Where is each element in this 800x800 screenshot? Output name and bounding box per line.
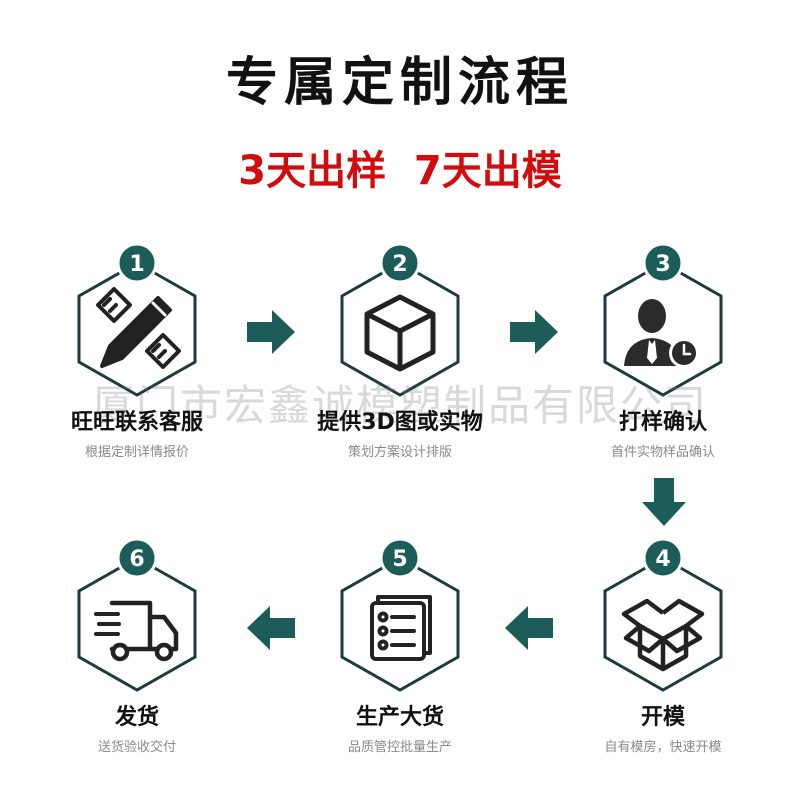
arrow-left-icon [505,606,553,650]
step-description: 首件实物样品确认 [610,445,715,460]
step-number: 3 [655,252,670,277]
step-description: 品质管控批量生产 [347,740,452,755]
page-title: 专属定制流程 [225,53,574,113]
step-description: 根据定制详情报价 [84,445,189,460]
arrow-right-icon [510,310,558,354]
step-title: 提供3D图或实物 [317,410,483,435]
checklist-icon [370,595,432,661]
arrow-down-icon [642,478,686,526]
delivery-truck-icon [94,600,179,662]
person-clock-icon [624,299,699,368]
step-title: 开模 [640,705,685,730]
pencil-ruler-icon [96,287,181,369]
hexagon-frame [603,556,723,692]
step-5: 5 [340,537,460,692]
watermark: 厦门市宏鑫诚模塑制品有限公司 [91,381,708,430]
step-4: 4 [603,537,723,692]
step-1: 1 [77,242,197,397]
step-description: 送货验收交付 [97,740,176,755]
step-number: 2 [392,252,407,277]
step-3: 3 [603,242,723,397]
arrow-left-icon [247,606,295,650]
step-number: 6 [129,547,144,572]
step-2: 2 [340,242,460,397]
step-number: 4 [655,547,670,572]
step-number: 1 [129,252,144,277]
step-description: 策划方案设计排版 [347,445,452,460]
cube-icon [364,294,436,372]
page-subtitle: 3天出样 7天出模 [238,148,562,194]
open-box-icon [621,598,705,672]
step-title: 生产大货 [355,705,444,730]
step-title: 打样确认 [618,410,707,435]
step-title: 旺旺联系客服 [70,410,203,435]
arrow-right-icon [247,310,295,354]
step-title: 发货 [114,705,159,730]
step-number: 5 [392,547,407,572]
step-description: 自有模房，快速开模 [604,740,722,755]
step-6: 6 [77,537,197,692]
